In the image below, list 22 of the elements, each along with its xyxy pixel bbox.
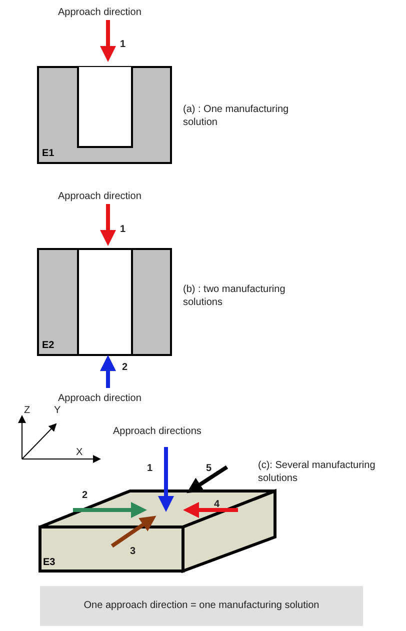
arrow-number: 1 [120, 223, 126, 236]
axis-label: Z [24, 404, 30, 417]
case-caption: (c): Several manufacturing solutions [258, 459, 376, 485]
arrow-number: 1 [120, 38, 126, 51]
arrow-number: 4 [214, 498, 220, 511]
axis-label: X [76, 446, 83, 459]
arrow-number: 5 [206, 462, 212, 475]
direction-label: Approach direction [58, 6, 142, 19]
direction-label: Approach directions [113, 425, 202, 438]
case-caption: (b) : two manufacturing solutions [183, 283, 286, 309]
part-label: E3 [43, 557, 56, 568]
arrow-number: 1 [147, 462, 153, 475]
arrow-number: 2 [82, 489, 88, 502]
case-caption: (a) : One manufacturing solution [183, 103, 290, 129]
arrow-number: 2 [122, 361, 128, 374]
direction-label: Approach direction [58, 392, 142, 405]
part-label: E1 [42, 148, 54, 159]
part-label: E2 [42, 340, 54, 351]
axis-label: Y [54, 404, 61, 417]
direction-label: Approach direction [58, 190, 142, 203]
summary-panel: One approach direction = one manufacturing solution [40, 586, 363, 626]
arrow-number: 3 [130, 545, 136, 558]
